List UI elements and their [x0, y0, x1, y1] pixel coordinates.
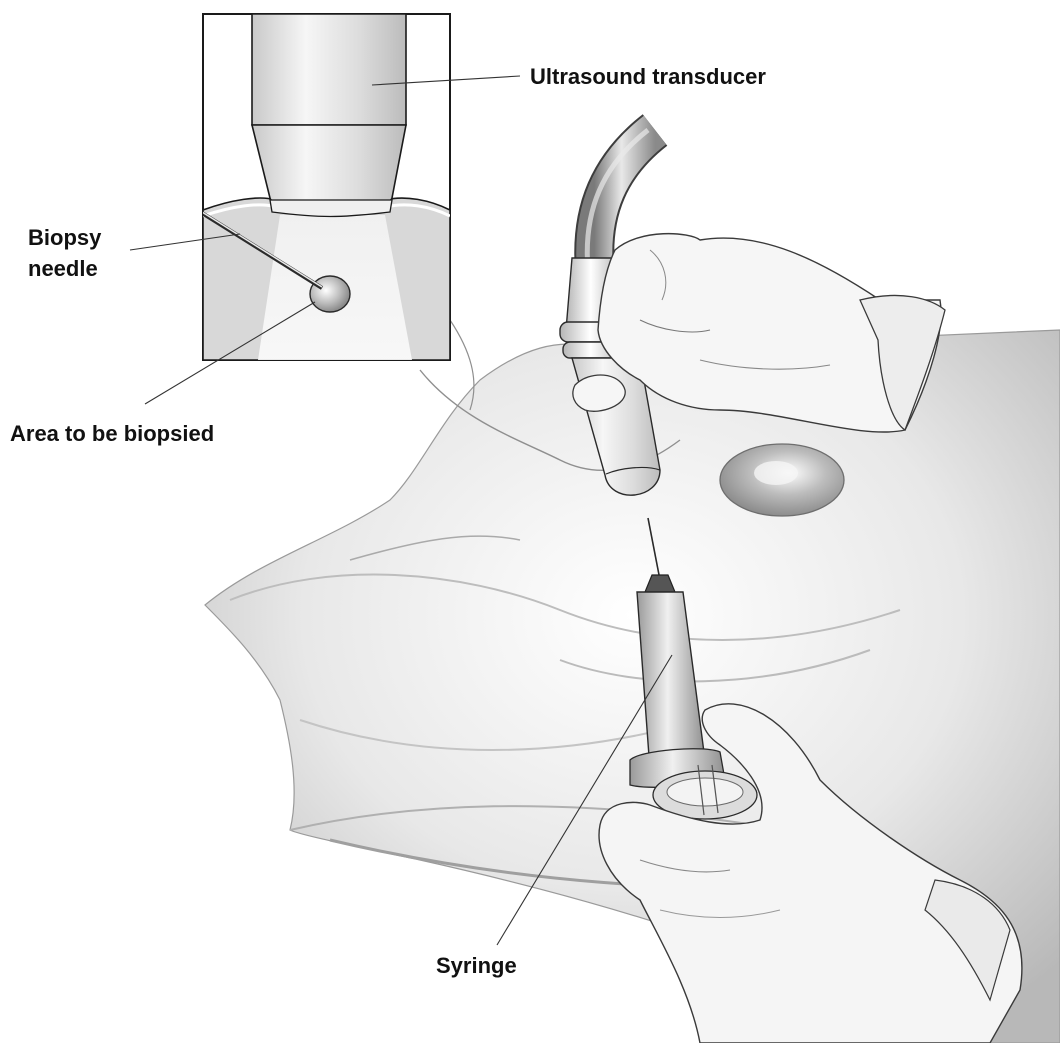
- nipple: [720, 444, 844, 516]
- inset-panel: [178, 14, 450, 360]
- label-syringe: Syringe: [436, 953, 517, 979]
- label-biopsy-needle-line1: Biopsy: [28, 225, 101, 251]
- label-ultrasound-transducer: Ultrasound transducer: [530, 64, 766, 90]
- label-biopsy-needle-line2: needle: [28, 256, 98, 282]
- label-area-to-be-biopsied: Area to be biopsied: [10, 421, 214, 447]
